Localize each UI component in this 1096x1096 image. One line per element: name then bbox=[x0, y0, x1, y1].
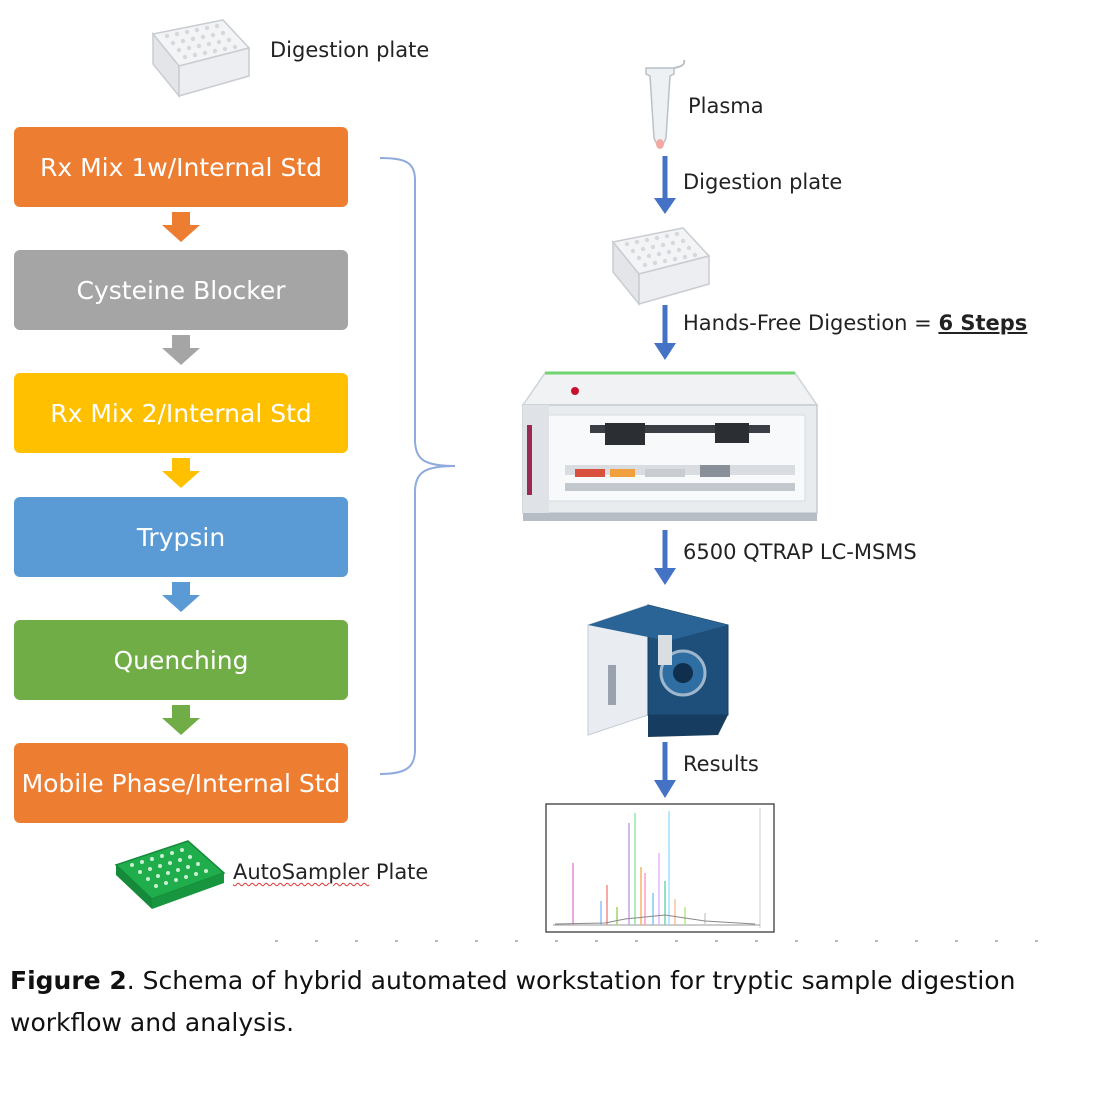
right-digestion-plate-icon bbox=[605, 220, 715, 310]
figure-label: Figure 2 bbox=[10, 966, 127, 995]
digestion-plate-icon bbox=[145, 12, 255, 102]
plate-word: Plate bbox=[369, 860, 429, 884]
hands-free-text: Hands-Free Digestion = bbox=[683, 311, 939, 335]
arrow-to-results bbox=[654, 780, 676, 798]
cropped-text-line bbox=[275, 940, 1075, 942]
right-flow-arrows bbox=[654, 156, 676, 798]
autosampler-plate-label: AutoSampler Plate bbox=[233, 860, 428, 884]
step-rx-mix-1: Rx Mix 1w/Internal Std bbox=[14, 127, 348, 207]
top-plate-label: Digestion plate bbox=[270, 38, 430, 62]
plasma-label: Plasma bbox=[688, 94, 764, 118]
down-arrow-yellow bbox=[162, 458, 200, 488]
down-arrow-gray bbox=[162, 335, 200, 365]
results-chromatogram-image bbox=[545, 803, 775, 933]
step-quenching: Quenching bbox=[14, 620, 348, 700]
workflow-bracket bbox=[379, 157, 456, 775]
figure-caption: Figure 2. Schema of hybrid automated wor… bbox=[10, 960, 1080, 1044]
down-arrow-blue bbox=[162, 582, 200, 612]
results-label: Results bbox=[683, 752, 759, 776]
autosampler-plate-icon bbox=[110, 835, 230, 915]
step-cysteine-blocker: Cysteine Blocker bbox=[14, 250, 348, 330]
step-arrows bbox=[162, 212, 200, 735]
digestion-plate-step-label: Digestion plate bbox=[683, 170, 843, 194]
lcms-instrument-image bbox=[578, 595, 738, 745]
six-steps-emph: 6 Steps bbox=[938, 311, 1028, 335]
plasma-tube-icon bbox=[630, 58, 690, 158]
qtrap-label: 6500 QTRAP LC-MSMS bbox=[683, 540, 917, 564]
arrow-to-workstation bbox=[654, 343, 676, 360]
caption-text: . Schema of hybrid automated workstation… bbox=[10, 966, 1016, 1037]
step-mobile-phase: Mobile Phase/Internal Std bbox=[14, 743, 348, 823]
down-arrow-orange bbox=[162, 212, 200, 242]
step-trypsin: Trypsin bbox=[14, 497, 348, 577]
step-rx-mix-2: Rx Mix 2/Internal Std bbox=[14, 373, 348, 453]
down-arrow-green bbox=[162, 705, 200, 735]
autosampler-word: AutoSampler bbox=[233, 860, 370, 884]
hands-free-label: Hands-Free Digestion = 6 Steps bbox=[683, 311, 1027, 335]
automated-workstation-image bbox=[505, 365, 825, 525]
arrow-to-lcms bbox=[654, 568, 676, 585]
arrow-to-digestion-plate bbox=[654, 198, 676, 214]
